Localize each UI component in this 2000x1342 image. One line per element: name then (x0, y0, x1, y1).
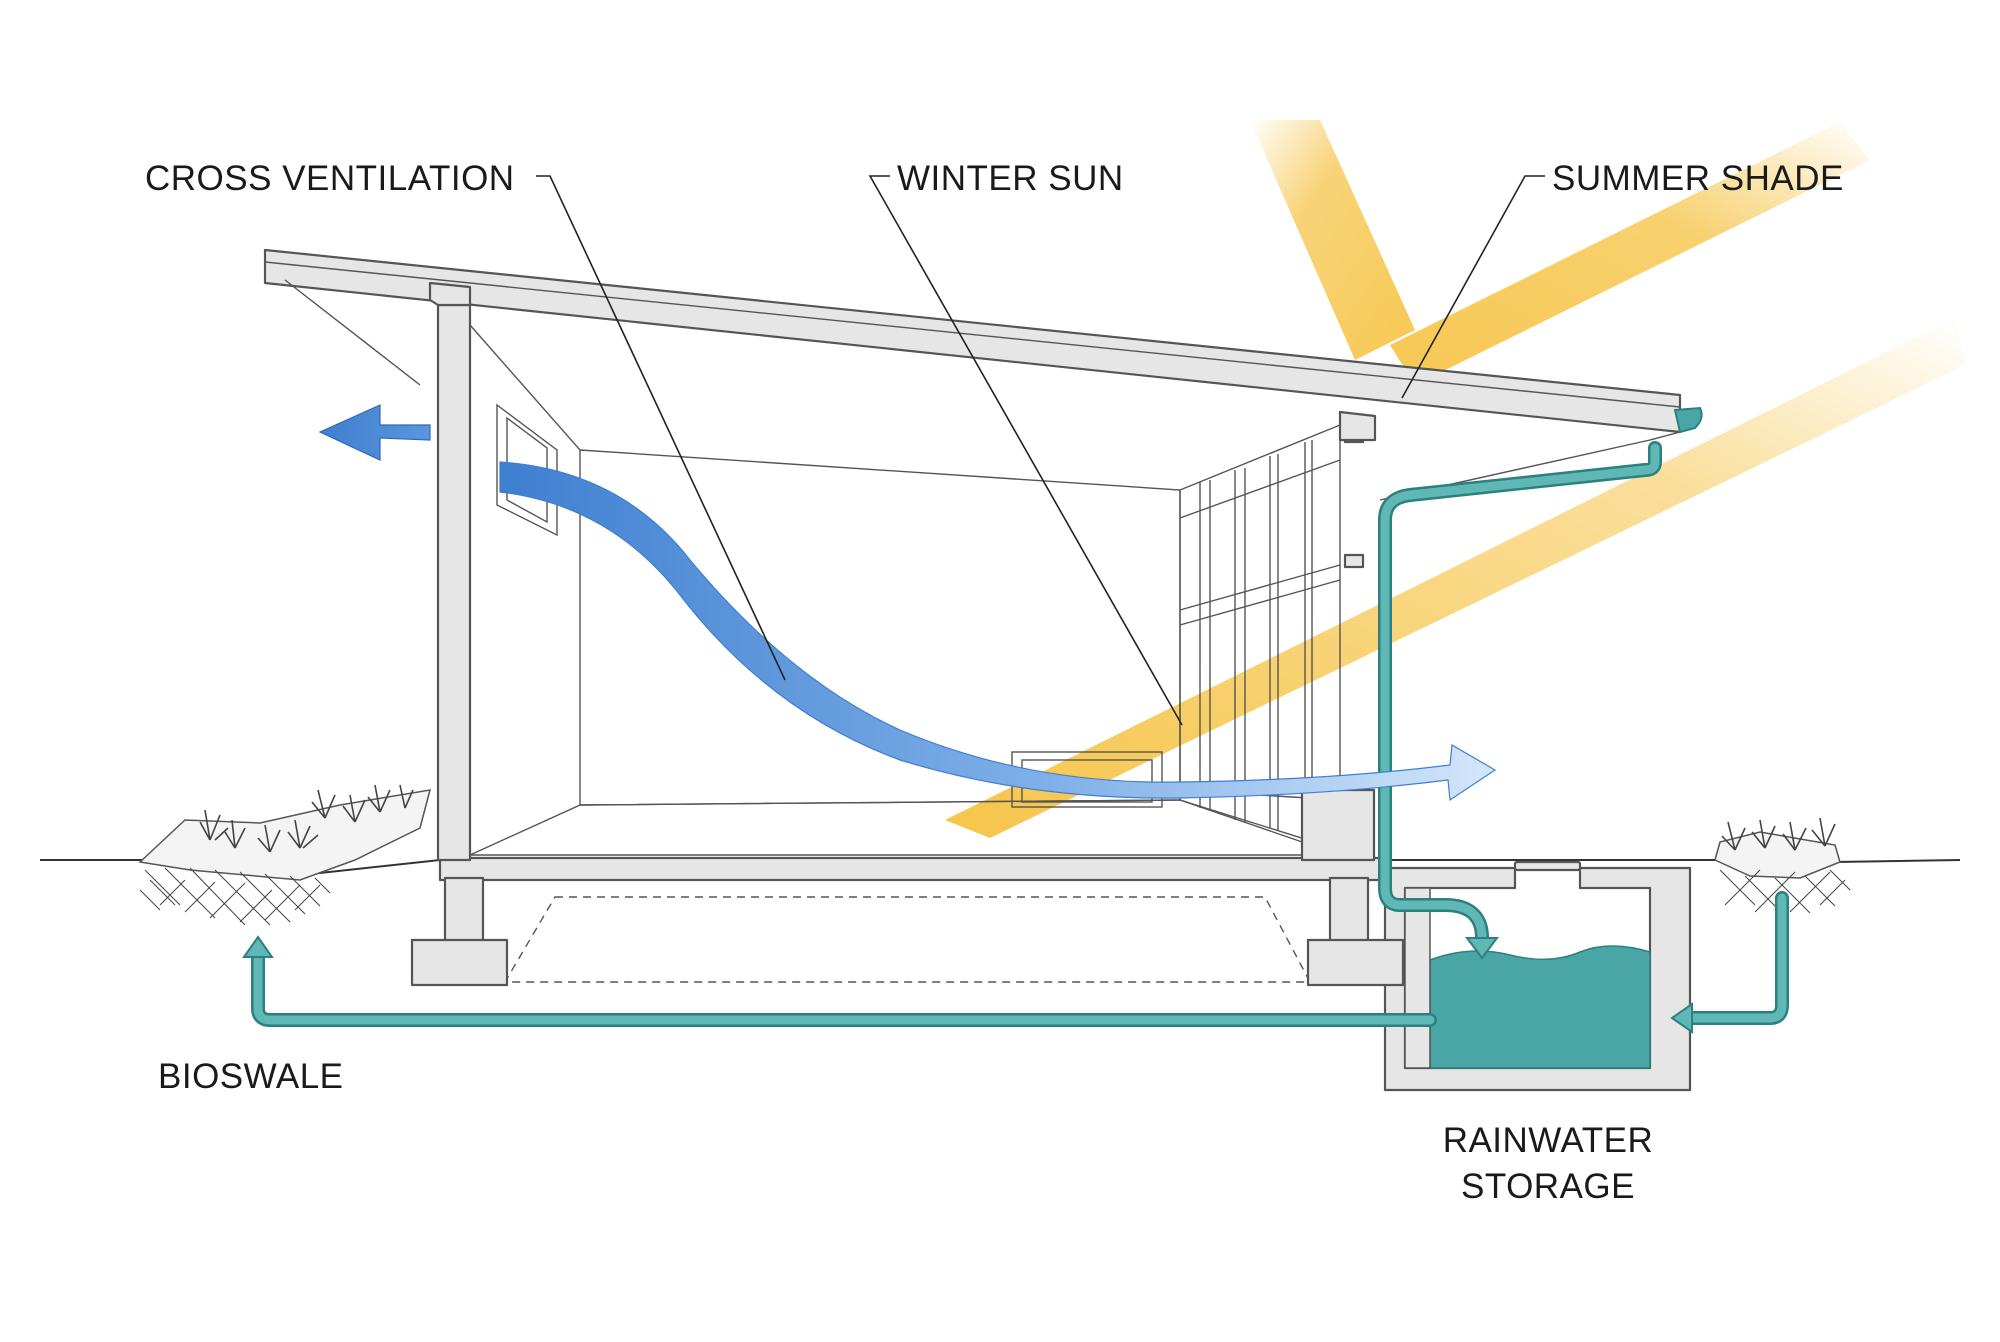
rainwater-storage-tank (1383, 860, 1692, 1092)
leader-cross-ventilation (536, 175, 786, 681)
leader-winter-sun (868, 175, 1183, 726)
label-cross-ventilation: CROSS VENTILATION (145, 159, 515, 198)
leader-lines (536, 175, 1545, 726)
left-bioswale-plants (199, 784, 414, 853)
label-summer-shade: SUMMER SHADE (1552, 159, 1844, 198)
label-rainwater-storage-line1: RAINWATER (1443, 1121, 1654, 1160)
right-bioswale-pipe (1670, 891, 1789, 1034)
label-bioswale: BIOSWALE (158, 1057, 344, 1096)
rainwater-downpipe (1378, 441, 1662, 960)
cross-ventilation-airflow (318, 404, 1497, 802)
summer-sun-ray (1250, 120, 1870, 385)
overflow-pipe-to-bioswale (242, 935, 1437, 1027)
left-bioswale (138, 784, 432, 926)
right-bioswale-plants (1721, 817, 1836, 851)
roof (263, 248, 1703, 501)
stored-rainwater (1429, 945, 1651, 1069)
leader-summer-shade (1401, 175, 1545, 399)
left-wall (436, 303, 472, 862)
foundation (410, 856, 1405, 987)
labels: CROSS VENTILATION WINTER SUN SUMMER SHAD… (145, 159, 1844, 1206)
label-rainwater-storage-line2: STORAGE (1461, 1167, 1635, 1206)
label-winter-sun: WINTER SUN (897, 159, 1124, 198)
right-bioswale (1714, 817, 1851, 914)
